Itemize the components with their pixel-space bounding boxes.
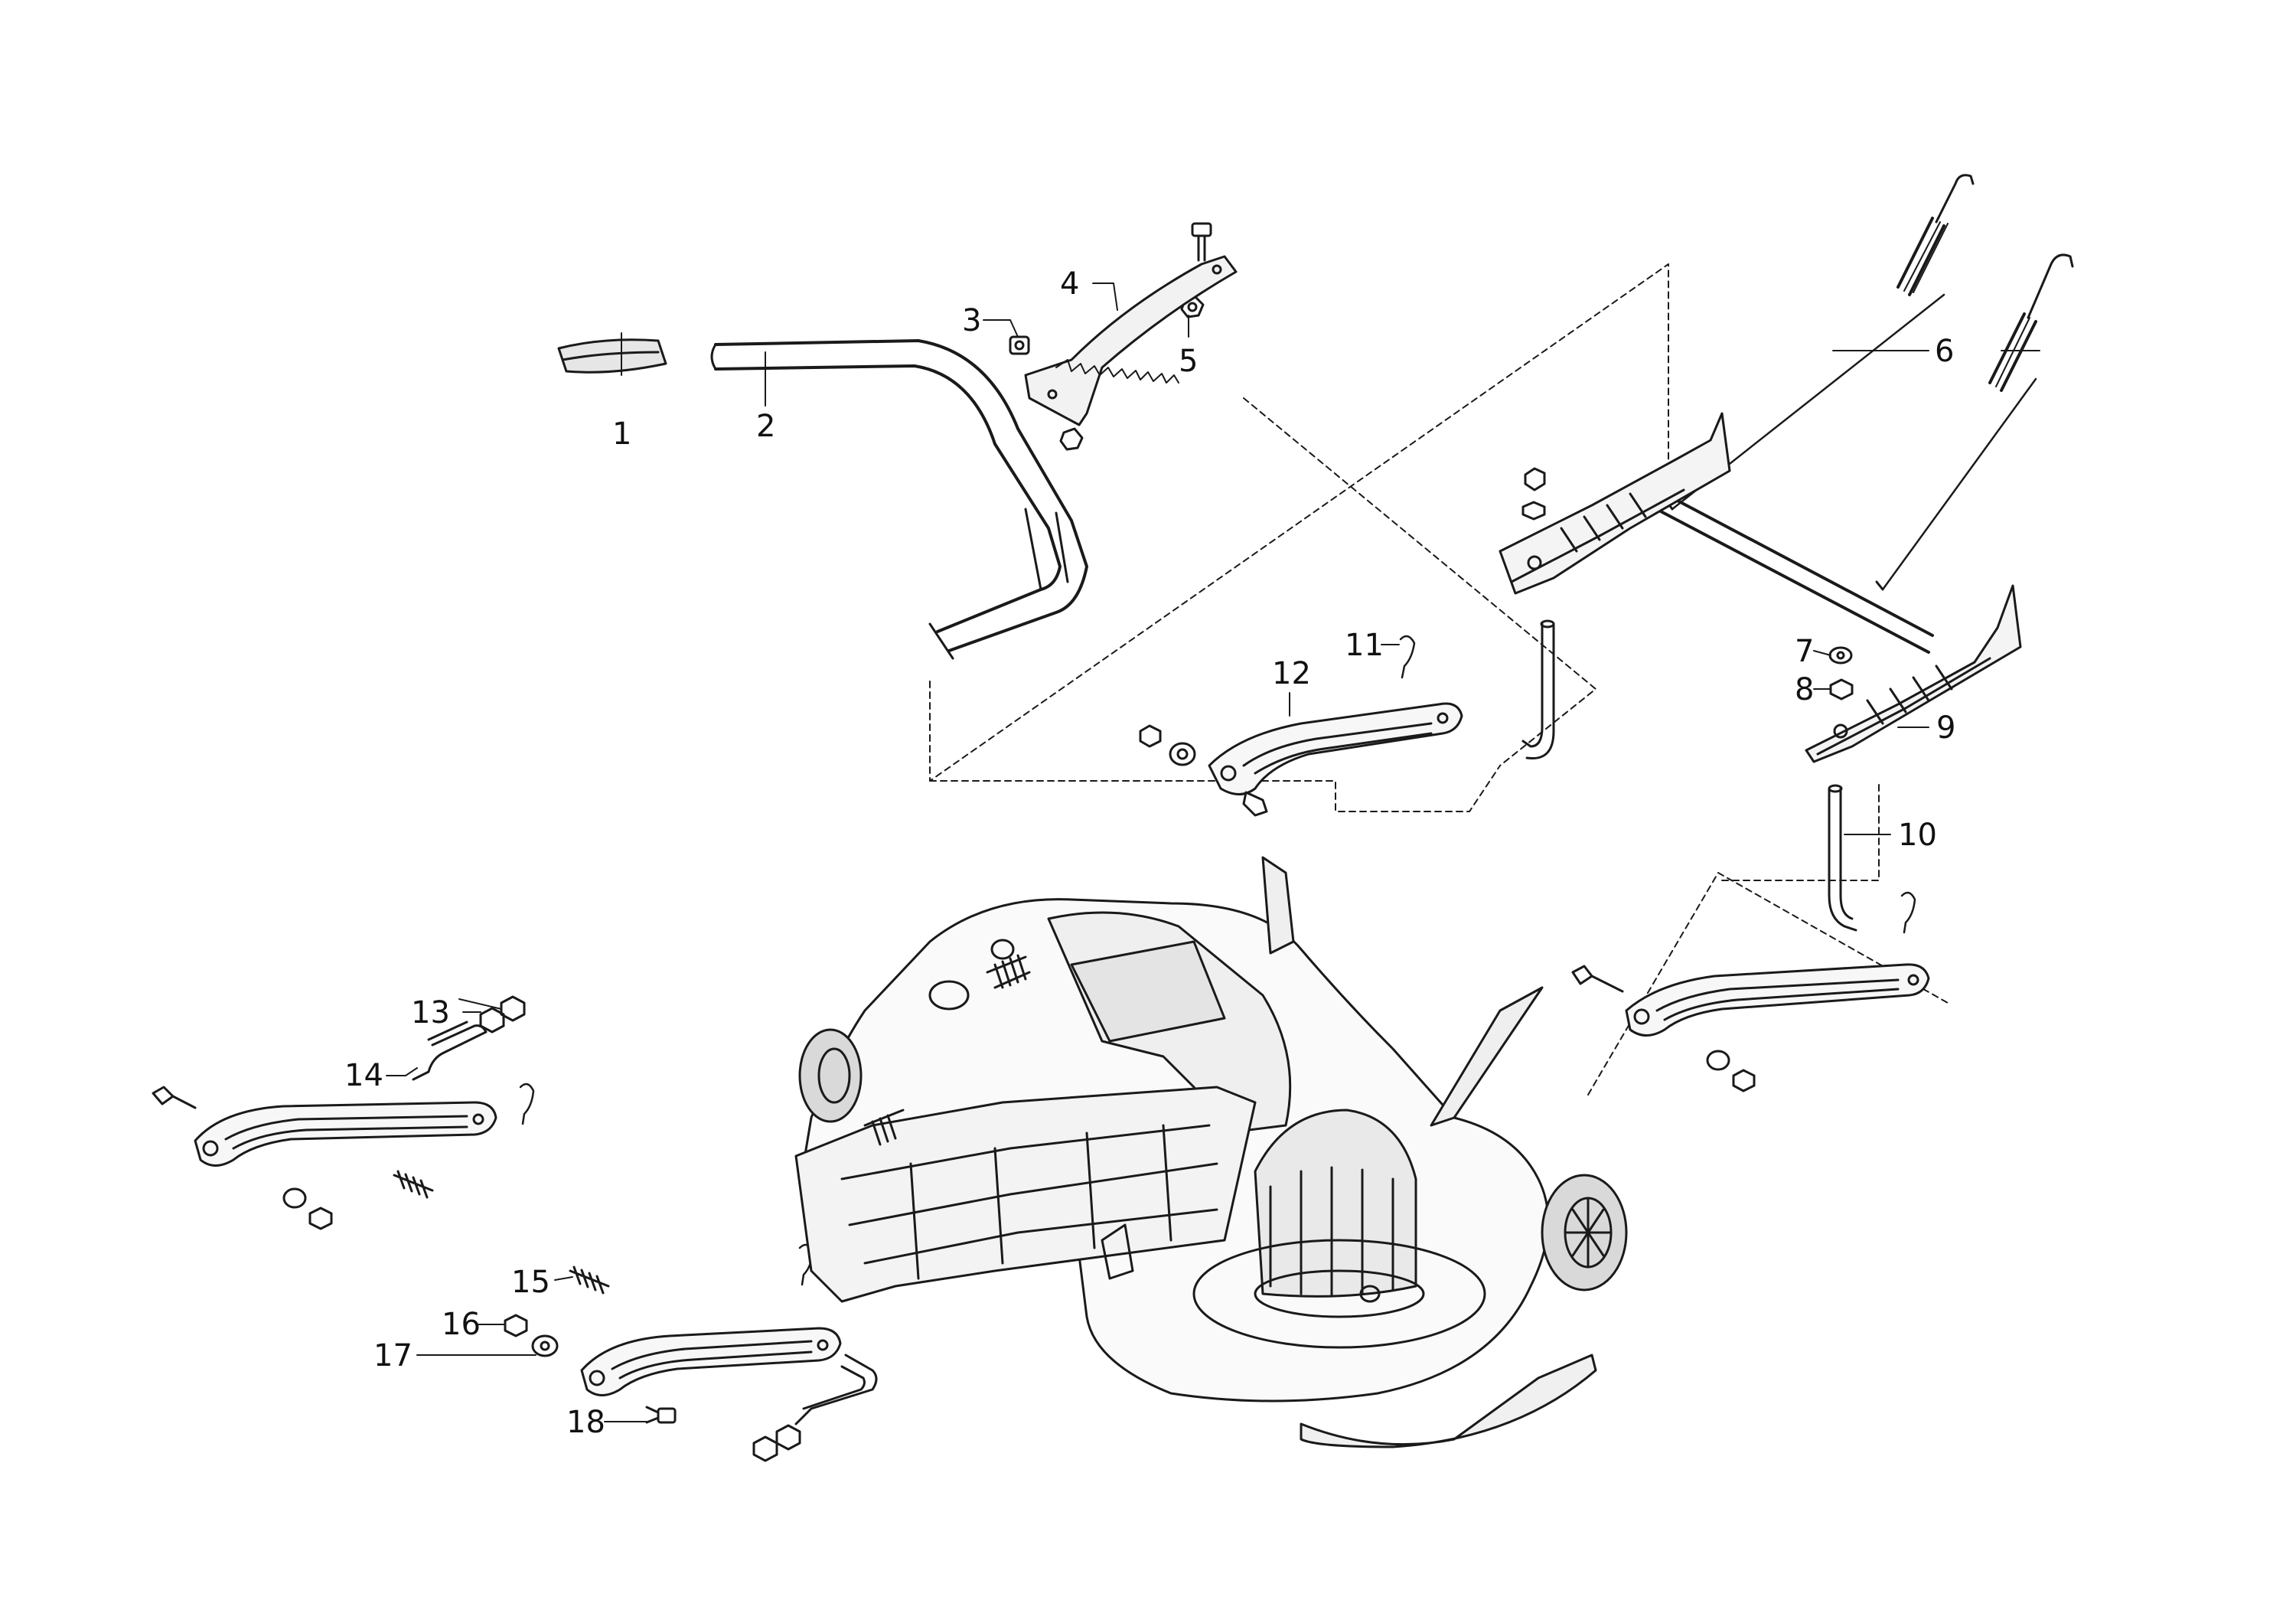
lift-arm-left-hardware — [152, 1086, 434, 1230]
nuts-part-13 — [479, 995, 526, 1034]
washer-part-17 — [531, 1334, 559, 1357]
lift-handle-rod — [710, 339, 1088, 660]
label-12: 12 — [1272, 656, 1311, 691]
nut-bottom-segment — [1059, 427, 1084, 451]
label-16: 16 — [442, 1307, 481, 1342]
height-segment-plate — [1024, 255, 1238, 426]
lift-arm-left — [194, 1101, 497, 1167]
lift-axle — [1659, 492, 1934, 654]
label-9: 9 — [1936, 710, 1955, 746]
label-13: 13 — [411, 995, 450, 1030]
nut-part-7 — [1828, 646, 1853, 665]
nuts-bottom — [752, 1424, 801, 1462]
label-10: 10 — [1898, 818, 1937, 853]
callout-leaders — [386, 282, 2040, 1422]
lift-arm-upper — [1208, 702, 1463, 795]
hairpin-clip-right — [1900, 891, 1916, 934]
bracket-lower — [1805, 584, 2022, 763]
bolt-top-segment — [1191, 222, 1212, 262]
label-2: 2 — [756, 409, 775, 444]
dashed-alignment-lines — [929, 263, 1949, 1096]
link-rod-upper — [1521, 619, 1555, 760]
mower-deck — [794, 856, 1628, 1448]
lift-arm-upper-hardware — [1139, 724, 1268, 817]
label-7: 7 — [1795, 634, 1814, 669]
nut-part-16 — [504, 1314, 528, 1337]
label-17: 17 — [373, 1338, 413, 1373]
label-4: 4 — [1060, 266, 1079, 302]
bolt-part-3 — [1009, 335, 1030, 355]
label-5: 5 — [1179, 344, 1198, 379]
link-rod-left — [412, 1020, 488, 1081]
label-8: 8 — [1795, 672, 1814, 707]
handle-grip — [557, 338, 667, 374]
bracket-upper — [1499, 412, 1731, 595]
lift-arm-right-hardware — [1571, 965, 1756, 1092]
spring-rod-right — [1875, 253, 2074, 591]
hairpin-clip-left — [519, 1083, 535, 1125]
label-14: 14 — [344, 1058, 383, 1093]
label-1: 1 — [612, 416, 631, 452]
label-6: 6 — [1935, 334, 1954, 369]
spring-part-15 — [569, 1265, 610, 1295]
label-3: 3 — [962, 303, 981, 338]
label-15: 15 — [511, 1265, 550, 1300]
link-rod-bottom — [794, 1354, 878, 1425]
label-18: 18 — [566, 1405, 605, 1440]
bracket-upper-nuts — [1521, 467, 1546, 521]
lift-arm-bottom — [580, 1327, 842, 1396]
lift-arm-right — [1625, 963, 1930, 1037]
bolt-part-18 — [645, 1406, 677, 1424]
label-11: 11 — [1345, 628, 1384, 663]
link-rod-lower — [1828, 784, 1857, 932]
hairpin-clip-upper — [1399, 635, 1416, 679]
part-labels: 1 2 3 4 5 6 7 8 9 10 11 12 13 14 15 16 1… — [344, 266, 1955, 1440]
nut-part-8 — [1829, 678, 1854, 700]
